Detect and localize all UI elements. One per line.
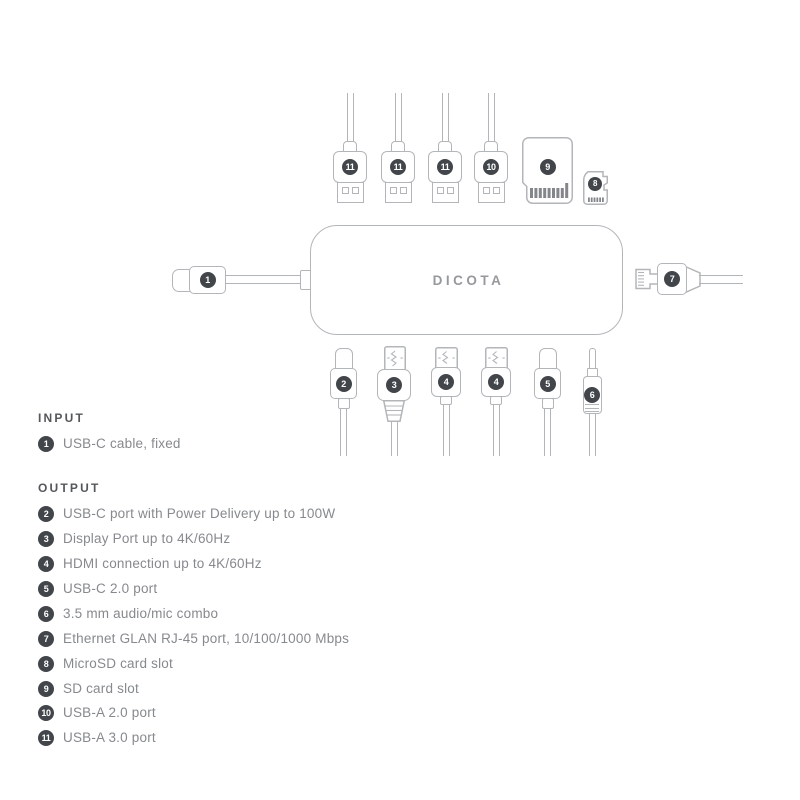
- grip-ridge: [585, 407, 599, 409]
- legend-number-badge: 10: [38, 704, 54, 721]
- legend-item-8: 8 MicroSD card slot: [38, 655, 173, 672]
- legend-item-7: 7 Ethernet GLAN RJ-45 port, 10/100/1000 …: [38, 630, 349, 647]
- legend-number-badge: 3: [38, 530, 54, 547]
- legend-label: MicroSD card slot: [63, 656, 173, 671]
- legend-label: Ethernet GLAN RJ-45 port, 10/100/1000 Mb…: [63, 631, 350, 646]
- plug-body: [481, 367, 511, 397]
- port-number-badge: 8: [588, 176, 602, 191]
- legend-label: Display Port up to 4K/60Hz: [63, 531, 231, 546]
- legend-label: USB-C 2.0 port: [63, 581, 158, 596]
- port-number-badge: 2: [335, 375, 352, 392]
- sd-card: 9: [522, 137, 573, 204]
- usb-hole: [482, 187, 490, 194]
- legend-number-badge: 8: [38, 655, 54, 672]
- legend-label: SD card slot: [63, 681, 139, 696]
- legend-number-badge: 1: [38, 435, 54, 452]
- legend-number-badge: 4: [38, 555, 54, 572]
- strain-relief: [383, 400, 405, 422]
- legend-label: USB-A 2.0 port: [63, 705, 156, 720]
- legend-number-badge: 5: [38, 580, 54, 597]
- hdmi-plug: 4: [481, 346, 511, 458]
- usb-c-plug: 5: [534, 346, 561, 458]
- port-number-badge: 4: [488, 374, 504, 390]
- port-number-badge: 7: [664, 271, 680, 287]
- hub-body: DICOTA: [310, 225, 623, 335]
- cable: [544, 408, 551, 456]
- hdmi-plug: 4: [431, 346, 461, 458]
- usb-hole: [351, 187, 359, 194]
- cable: [390, 421, 398, 456]
- port-number-badge: 10: [483, 159, 499, 175]
- cable: [340, 408, 347, 456]
- cable: [394, 93, 402, 145]
- usb-hole: [492, 187, 500, 194]
- legend-item-6: 6 3.5 mm audio/mic combo: [38, 605, 218, 622]
- legend-label: USB-C cable, fixed: [63, 436, 181, 451]
- usb-a-plug: 11: [332, 93, 368, 208]
- audio-jack-plug: 6: [582, 346, 602, 458]
- legend-item-10: 10 USB-A 2.0 port: [38, 704, 156, 721]
- cable: [442, 404, 450, 456]
- hdmi-tip: [434, 347, 458, 370]
- cable: [441, 93, 449, 145]
- port-number-badge: 5: [539, 375, 556, 392]
- dp-tip: [384, 346, 406, 371]
- ethernet-rj45-plug: 7: [635, 263, 743, 297]
- displayport-plug: 3: [377, 346, 411, 458]
- rj45-tip: [635, 268, 659, 290]
- legend-label: USB-A 3.0 port: [63, 730, 156, 745]
- port-number-badge: 6: [584, 387, 600, 403]
- usb-hole: [446, 187, 454, 194]
- port-number-badge: 11: [342, 159, 358, 175]
- legend-number-badge: 6: [38, 605, 54, 622]
- legend-label: 3.5 mm audio/mic combo: [63, 606, 219, 621]
- grip-ridge: [585, 411, 599, 412]
- plug-body: [377, 369, 411, 401]
- port-number-badge: 11: [437, 159, 453, 175]
- cable: [487, 93, 495, 145]
- brand-logo: DICOTA: [432, 272, 505, 288]
- port-number-badge: 4: [438, 374, 454, 390]
- legend-number-badge: 7: [38, 630, 54, 647]
- usb-hole: [341, 187, 349, 194]
- port-number-badge: 3: [386, 377, 402, 393]
- usb-hole: [389, 187, 397, 194]
- legend-number-badge: 9: [38, 680, 54, 697]
- plug-body: [330, 368, 357, 399]
- legend-input-heading: INPUT: [38, 411, 85, 425]
- cable: [225, 275, 301, 284]
- jack-pin: [589, 348, 596, 369]
- usb-a-plug: 10: [473, 93, 509, 208]
- usb-hole: [436, 187, 444, 194]
- cable: [346, 93, 354, 145]
- legend-label: HDMI connection up to 4K/60Hz: [63, 556, 262, 571]
- usb-c-cable-fixed: 1: [172, 265, 313, 295]
- usb-a-plug: 11: [380, 93, 416, 208]
- cable: [588, 414, 596, 456]
- legend-item-5: 5 USB-C 2.0 port: [38, 580, 157, 597]
- usb-hole: [399, 187, 407, 194]
- usb-a-plug: 11: [427, 93, 463, 208]
- legend-item-2: 2 USB-C port with Power Delivery up to 1…: [38, 505, 335, 522]
- usb-c-plug: 2: [330, 346, 357, 458]
- grip-ridge: [585, 404, 599, 405]
- cable: [492, 404, 500, 456]
- cable: [699, 275, 743, 284]
- port-number-badge: 9: [539, 159, 556, 175]
- legend-item-11: 11 USB-A 3.0 port: [38, 729, 156, 746]
- legend-output-heading: OUTPUT: [38, 481, 101, 495]
- legend-item-1: 1 USB-C cable, fixed: [38, 435, 181, 452]
- legend-number-badge: 2: [38, 505, 54, 522]
- legend-label: USB-C port with Power Delivery up to 100…: [63, 506, 336, 521]
- port-number-badge: 1: [199, 272, 216, 288]
- legend-item-4: 4 HDMI connection up to 4K/60Hz: [38, 555, 262, 572]
- legend-item-3: 3 Display Port up to 4K/60Hz: [38, 530, 230, 547]
- legend-item-9: 9 SD card slot: [38, 680, 139, 697]
- port-number-badge: 11: [390, 159, 406, 175]
- microsd-card: 8: [581, 171, 608, 205]
- legend-number-badge: 11: [38, 729, 54, 746]
